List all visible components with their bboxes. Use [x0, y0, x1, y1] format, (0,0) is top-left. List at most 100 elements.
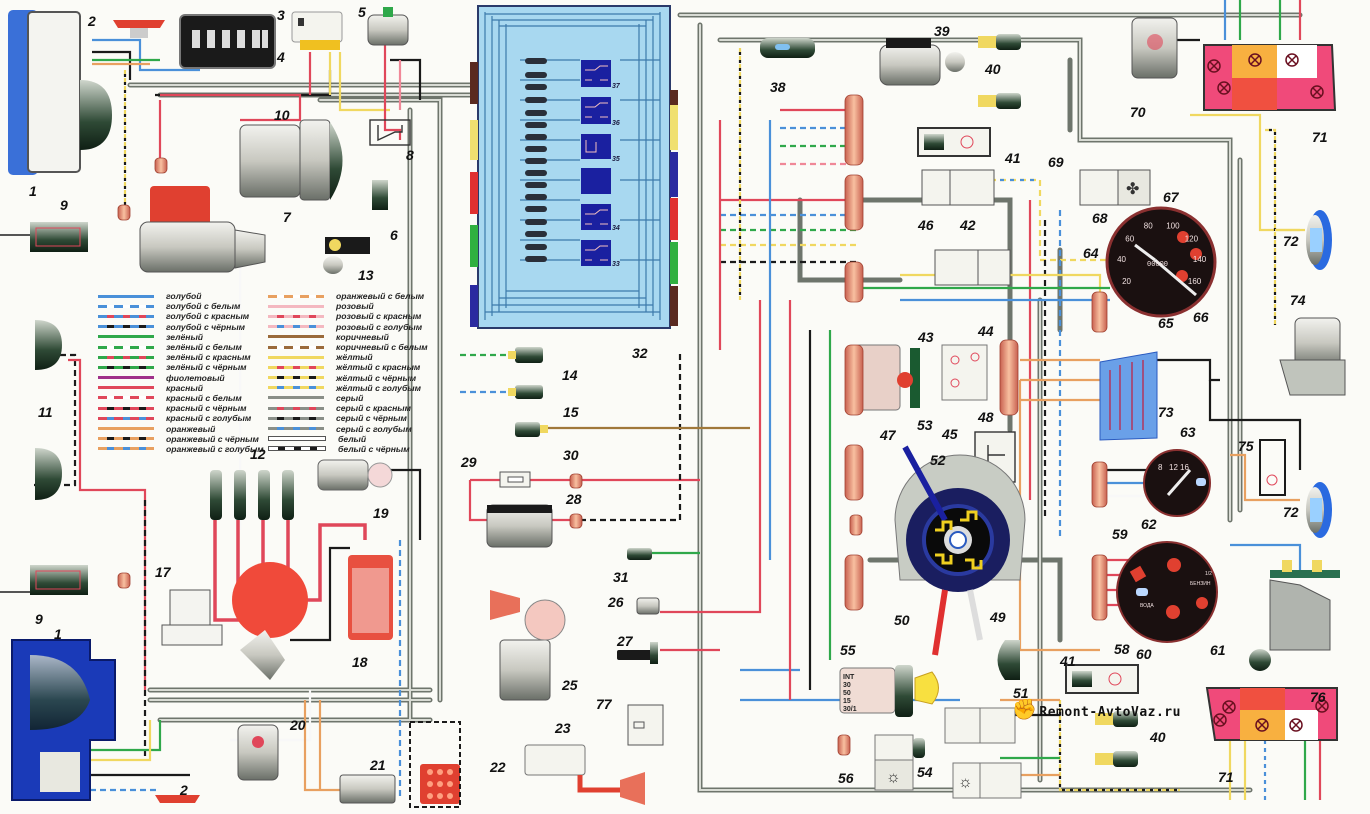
sensor-14	[508, 347, 543, 363]
steering-column-switch	[894, 445, 1026, 656]
bulb-icon	[1222, 700, 1236, 714]
wire-swatch	[268, 436, 326, 442]
callout-9: 9	[35, 611, 43, 627]
speedometer-tick-label: 120	[1185, 234, 1199, 243]
callout-77: 77	[596, 696, 612, 712]
wire-swatch	[268, 396, 324, 400]
bulb-icon	[1217, 81, 1231, 95]
motor-28	[486, 504, 553, 548]
bulb-icon	[1289, 718, 1303, 732]
relay-34	[581, 168, 611, 194]
wire-swatch	[268, 416, 324, 420]
wire-swatch	[268, 446, 326, 452]
callout-49: 49	[990, 609, 1006, 625]
relay-label: 37	[612, 83, 621, 90]
callout-41: 41	[1005, 150, 1021, 166]
wire-swatch	[268, 335, 324, 339]
fuse-row	[525, 58, 547, 262]
callout-64: 64	[1083, 245, 1099, 261]
callout-54: 54	[917, 764, 933, 780]
legend-label: коричневый	[336, 331, 389, 342]
lamp-board-43-45	[941, 344, 988, 401]
switch-26	[636, 597, 660, 615]
legend-entry: серый	[268, 393, 428, 403]
switch-54: ☼	[952, 762, 1022, 799]
lamps-40-top	[978, 34, 1021, 109]
taillight-top-bulbs	[1207, 53, 1324, 99]
horn-button-51	[997, 640, 1020, 680]
legend-entry: розовый	[268, 301, 428, 311]
callout-9: 9	[60, 197, 68, 213]
legend-entry: коричневый с белым	[268, 342, 428, 352]
legend-label: жёлтый с красным	[336, 362, 421, 373]
speedometer-tick-label: 100	[1166, 222, 1180, 231]
legend-entry: голубой с белым	[98, 301, 264, 311]
legend-entry: белый с чёрным	[268, 444, 428, 454]
svg-text:☼: ☼	[886, 769, 901, 786]
wire-swatch	[98, 376, 154, 380]
legend-label: жёлтый	[336, 352, 373, 363]
callout-25: 25	[562, 677, 578, 693]
wire-swatch	[268, 355, 324, 359]
relay-label: 35	[612, 156, 620, 163]
gauge-label: ВОДА	[1140, 603, 1154, 609]
legend-entry: фиолетовый	[98, 373, 264, 383]
legend-entry: голубой	[98, 291, 264, 301]
legend-label: розовый с голубым	[336, 321, 423, 332]
callout-41: 41	[1060, 653, 1076, 669]
callout-58: 58	[1114, 641, 1130, 657]
wiper-motor	[490, 590, 566, 701]
rear-window-heater-73	[1099, 351, 1158, 441]
fan-switch-69: ✤	[1079, 169, 1151, 206]
callout-5: 5	[358, 4, 366, 20]
callout-20: 20	[290, 717, 306, 733]
wire-swatch	[98, 355, 154, 359]
callout-19: 19	[373, 505, 389, 521]
watermark: ✊Remont-AvtoVaz.ru	[1012, 697, 1181, 721]
bulb-icon	[1310, 85, 1324, 99]
legend-entry: белый	[268, 434, 428, 444]
legend-entry: серый с голубым	[268, 423, 428, 434]
ignition-position-label: 15	[843, 698, 851, 705]
switch-2-bottom	[155, 795, 200, 803]
legend-label: оранжевый с белым	[336, 291, 425, 302]
component-13	[323, 237, 370, 274]
alternator	[239, 119, 343, 201]
bulb-icon	[1255, 718, 1269, 732]
starter	[139, 186, 266, 273]
callout-61: 61	[1210, 642, 1226, 658]
battery	[179, 14, 276, 69]
legend-entry: зелёный	[98, 332, 264, 342]
relay-77	[627, 704, 664, 746]
callout-26: 26	[608, 594, 624, 610]
headlight-bottom	[11, 639, 116, 801]
switch-46	[934, 249, 1011, 286]
harness-trunks	[127, 12, 1303, 793]
callout-59: 59	[1112, 526, 1128, 542]
callout-67: 67	[1163, 189, 1179, 205]
relay-label: 33	[612, 261, 620, 268]
wire-swatch	[98, 437, 154, 441]
legend-entry: жёлтый с голубым	[268, 383, 428, 393]
component-39	[879, 38, 965, 86]
callout-40: 40	[1150, 729, 1166, 745]
legend-label: фиолетовый	[166, 372, 225, 383]
component-70	[1131, 17, 1178, 79]
callout-71: 71	[1218, 769, 1234, 785]
voltmeter-tick-label: 16	[1180, 463, 1189, 472]
callout-50: 50	[894, 612, 910, 628]
wire-swatch	[98, 325, 154, 329]
callout-70: 70	[1130, 104, 1146, 120]
callout-27: 27	[617, 633, 633, 649]
legend-entry: жёлтый с чёрным	[268, 373, 428, 383]
legend-label: зелёный с красным	[166, 352, 251, 363]
legend-label: жёлтый с чёрным	[336, 372, 417, 383]
legend-label: голубой с чёрным	[166, 321, 246, 332]
switch-31	[627, 548, 652, 560]
wire-swatch	[268, 314, 324, 318]
wire-swatch	[268, 365, 324, 369]
relay-8	[369, 119, 411, 146]
relay-36	[581, 97, 611, 124]
